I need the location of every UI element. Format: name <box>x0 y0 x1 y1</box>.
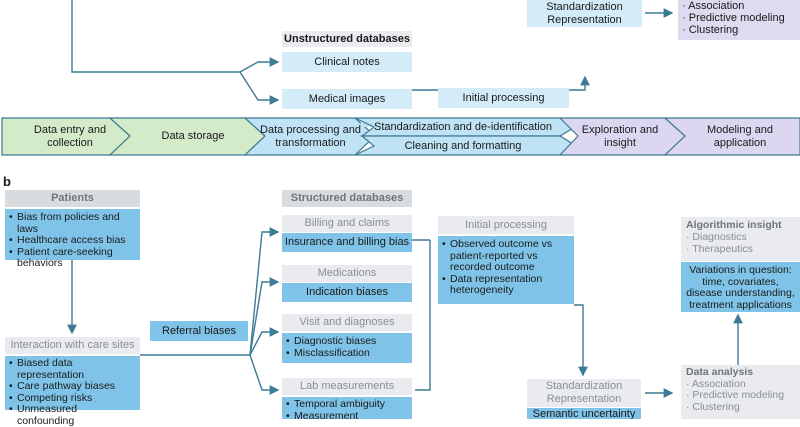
medications-title: Medications <box>282 265 412 282</box>
variations-box: Variations in question: time, covariates… <box>681 262 800 312</box>
line-a-images <box>239 71 280 105</box>
stage-data-processing: Data processing and transformation <box>260 124 361 149</box>
billing-bias: Insurance and billing bias <box>282 233 412 252</box>
panel-a-analysis-box: · Association · Predictive modeling · Cl… <box>678 0 800 40</box>
line-a-main <box>71 0 240 73</box>
care-sites-item: Unmeasured confounding <box>9 403 136 427</box>
line-a-notes <box>239 57 280 73</box>
initial-processing-box-b: Observed outcome vs patient-reported vs … <box>438 236 574 304</box>
data-analysis-box: Data analysis · Association · Predictive… <box>681 365 800 419</box>
line-b-visit <box>249 327 280 356</box>
care-sites-title: Interaction with care sites <box>5 337 140 354</box>
visit-item: Diagnostic biases <box>286 335 408 348</box>
structured-databases-title: Structured databases <box>282 190 412 207</box>
algorithmic-insight-title: Algorithmic insight <box>686 219 782 231</box>
analysis-item: · Clustering <box>682 24 739 36</box>
care-sites-item: Competing risks <box>9 392 136 405</box>
care-sites-item: Care pathway biases <box>9 380 136 393</box>
care-sites-item: Biased data representation <box>9 357 136 381</box>
data-analysis-item: · Association <box>686 377 746 390</box>
line-b-down <box>574 304 588 377</box>
care-sites-box: Biased data representation Care pathway … <box>5 356 140 426</box>
stage-data-entry: Data entry and collection <box>33 124 107 149</box>
patients-item: Bias from policies and laws <box>9 211 136 235</box>
initial-processing-item: Data representation heterogeneity <box>442 273 570 297</box>
line-b-billing <box>249 227 280 356</box>
panel-a-standardization: Standardization Representation <box>527 0 642 27</box>
algorithmic-item: · Diagnostics <box>686 231 747 243</box>
line-b-meds <box>249 277 280 356</box>
line-b-lab <box>249 354 280 395</box>
semantic-uncertainty-box: Semantic uncertainty <box>527 408 641 419</box>
data-analysis-item: · Predictive modeling <box>686 389 785 401</box>
unstructured-databases-title: Unstructured databases <box>282 31 412 47</box>
lab-box: Temporal ambiguity Measurement <box>282 397 412 419</box>
initial-processing-title: Initial processing <box>438 216 574 234</box>
algorithmic-item: · Therapeutics <box>686 243 753 255</box>
lab-item: Measurement <box>286 410 408 419</box>
standardization-title-b: Standardization Representation <box>527 379 641 407</box>
clinical-notes-box: Clinical notes <box>282 52 412 72</box>
patients-item: Healthcare access bias <box>9 234 136 247</box>
panel-b-label: b <box>3 174 11 189</box>
initial-processing-box: Initial processing <box>438 88 569 108</box>
patients-item: Patient care-seeking behaviors <box>9 246 136 270</box>
stage-modeling: Modeling and application <box>706 124 774 149</box>
line-b-vertical <box>415 240 431 391</box>
medical-images-box: Medical images <box>282 89 412 109</box>
visit-title: Visit and diagnoses <box>282 314 412 331</box>
billing-title: Billing and claims <box>282 215 412 232</box>
lab-item: Temporal ambiguity <box>286 398 408 411</box>
stage-standardization: Standardization and de-identification <box>374 121 552 133</box>
lab-title: Lab measurements <box>282 378 412 395</box>
algorithmic-insight-header: Algorithmic insight · Diagnostics · Ther… <box>681 217 800 261</box>
initial-processing-item: Observed outcome vs patient-reported vs … <box>442 238 570 274</box>
analysis-item: · Predictive modeling <box>682 12 785 24</box>
stage-exploration: Exploration and insight <box>581 124 659 149</box>
data-analysis-title: Data analysis <box>686 366 754 378</box>
medications-bias: Indication biases <box>282 283 412 302</box>
analysis-item: · Association <box>682 0 745 12</box>
patients-title: Patients <box>5 190 140 207</box>
referral-biases-box: Referral biases <box>150 321 248 341</box>
visit-item: Misclassification <box>286 347 408 360</box>
data-analysis-item: · Clustering <box>686 400 740 413</box>
stage-data-storage: Data storage <box>161 130 225 142</box>
patients-box: Bias from policies and laws Healthcare a… <box>5 209 140 269</box>
visit-box: Diagnostic biases Misclassification <box>282 333 412 363</box>
stage-cleaning: Cleaning and formatting <box>404 140 522 152</box>
